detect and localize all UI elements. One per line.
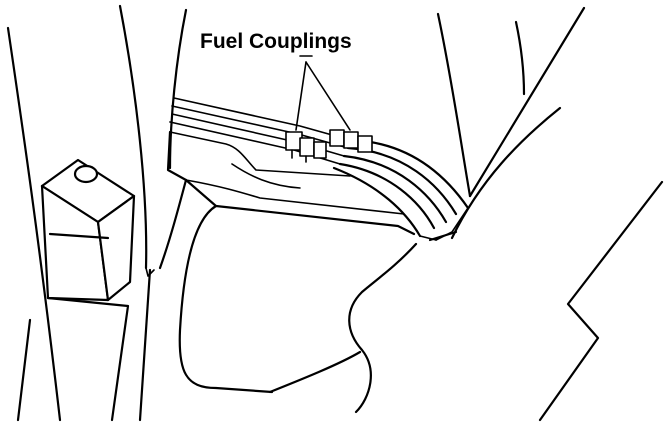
callout-leader-left bbox=[295, 61, 307, 131]
rail-plate-inner bbox=[185, 179, 405, 215]
lower-left-support bbox=[46, 296, 130, 422]
callout-leader-right bbox=[305, 61, 351, 131]
rail-plate-mark bbox=[231, 163, 301, 189]
right-upright-1 bbox=[436, 12, 472, 198]
rail-plate bbox=[166, 130, 416, 236]
coupling-connector-1 bbox=[285, 131, 327, 163]
central-body-side bbox=[268, 350, 362, 394]
chassis-opening bbox=[178, 204, 274, 394]
central-body bbox=[348, 242, 418, 414]
left-block bbox=[40, 158, 136, 302]
right-outer-edge bbox=[538, 180, 664, 422]
left-frame-edge bbox=[6, 26, 62, 422]
right-diagonal bbox=[468, 6, 586, 198]
block-cap bbox=[73, 164, 99, 184]
center-post bbox=[138, 268, 152, 422]
coupling-connector-2 bbox=[329, 129, 373, 153]
right-lower-diagonal bbox=[450, 106, 562, 240]
left-pillar-inner bbox=[168, 8, 188, 170]
fuel-line-bundle bbox=[169, 97, 351, 177]
left-pillar-outer bbox=[118, 4, 148, 270]
fuel-hoses bbox=[332, 138, 470, 241]
chassis-lower-curve bbox=[158, 178, 188, 270]
center-post-detail bbox=[145, 267, 155, 277]
callout-label: Fuel Couplings bbox=[200, 30, 352, 53]
lower-left-strut bbox=[16, 318, 32, 422]
right-upright-2 bbox=[514, 20, 526, 96]
